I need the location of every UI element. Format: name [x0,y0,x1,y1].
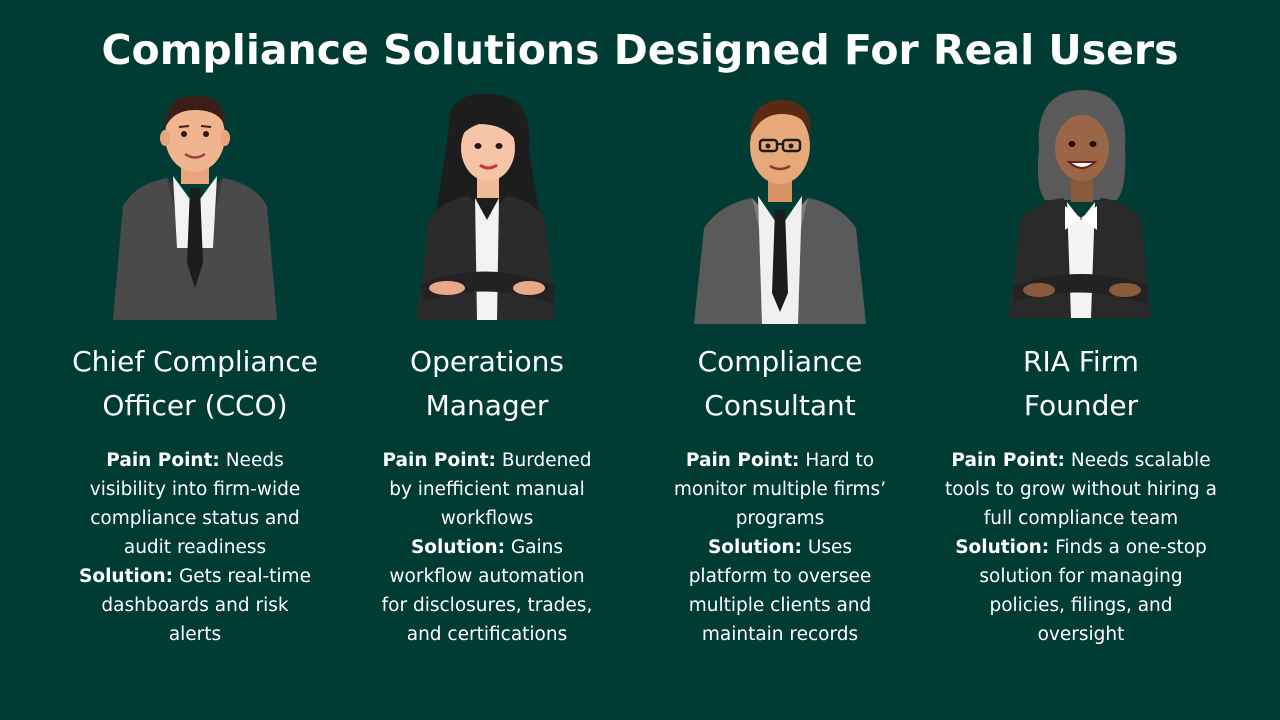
pain-point-text: Hard to monitor multiple firms’ programs [673,450,887,529]
solution-text: Gets real-time dashboards and risk alert… [101,566,311,645]
woman-with-bow-icon [1009,90,1151,318]
pain-point-label: Pain Point: [382,450,496,471]
persona-role: RIA Firm Founder [936,340,1226,428]
persona-description: Pain Point: Hard to monitor multiple fir… [667,446,893,649]
persona-role: Compliance Consultant [635,340,925,428]
persona-description: Pain Point: Needs scalable tools to grow… [945,446,1217,649]
pain-point-text: Needs scalable tools to grow without hir… [945,450,1217,529]
persona-role: Chief Compliance Officer (CCO) [50,340,340,428]
persona-role: Operations Manager [342,340,632,428]
role-line-2: Manager [425,389,549,422]
woman-arms-crossed-icon [417,93,555,320]
pain-point-label: Pain Point: [106,450,220,471]
pain-point-label: Pain Point: [951,450,1065,471]
persona-description: Pain Point: Burdened by inefficient manu… [374,446,600,649]
role-line-2: Founder [1023,389,1139,422]
pain-point-label: Pain Point: [685,450,800,471]
role-line-1: RIA Firm [1023,345,1139,378]
solution-label: Solution: [955,537,1050,558]
solution-text: Gains workflow automation for disclosure… [381,537,593,645]
role-line-2: Consultant [704,389,856,422]
pain-point-text: Burdened by inefficient manual workflows [389,450,592,529]
man-in-suit-icon [113,95,277,320]
page-title: Compliance Solutions Designed For Real U… [101,26,1179,74]
solution-label: Solution: [707,537,802,558]
solution-label: Solution: [79,566,174,587]
pain-point-text: Needs visibility into firm-wide complian… [89,450,301,558]
solution-text: Uses platform to oversee multiple client… [688,537,872,645]
solution-text: Finds a one-stop solution for managing p… [979,537,1207,645]
role-line-1: Operations [410,345,564,378]
man-with-glasses-icon [694,100,866,324]
role-line-2: Officer (CCO) [102,389,288,422]
persona-description: Pain Point: Needs visibility into firm-w… [77,446,313,649]
solution-label: Solution: [410,537,505,558]
role-line-1: Compliance [697,345,863,378]
role-line-1: Chief Compliance [72,345,318,378]
